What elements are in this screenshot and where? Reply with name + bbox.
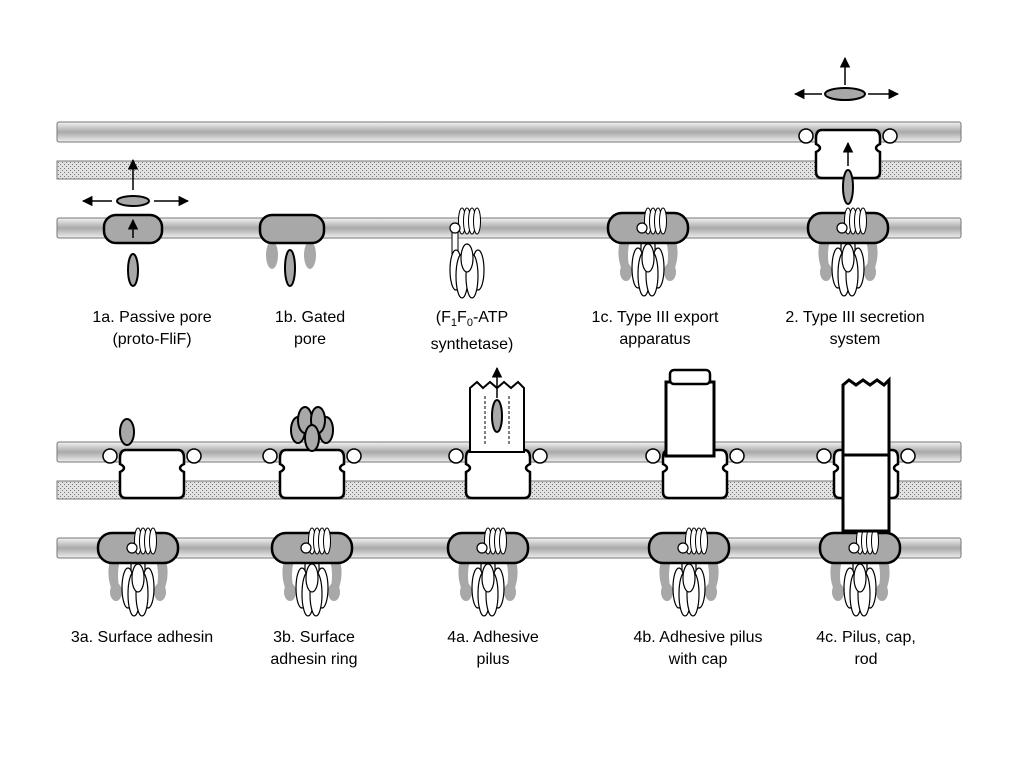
label-gated-pore-line2: pore	[293, 331, 327, 348]
label-adhesive-pilus: 4a. Adhesive pilus	[393, 627, 593, 671]
label-type3-secretion-line1: 2. Type III secretion	[785, 309, 925, 326]
atp-mid: F	[457, 309, 467, 326]
label-type3-secretion: 2. Type III secretion system	[755, 307, 955, 351]
label-surface-adhesin-ring-line2: adhesin ring	[270, 651, 358, 668]
atp-synthetase-structure	[449, 207, 485, 299]
label-passive-pore: 1a. Passive pore (proto-FliF)	[52, 307, 252, 351]
pilus-cap-rod-structure	[815, 376, 917, 618]
gated-pore-structure	[258, 213, 326, 287]
label-passive-pore-line1: 1a. Passive pore	[92, 309, 212, 326]
type3-export-structure	[606, 206, 690, 298]
label-gated-pore: 1b. Gated pore	[210, 307, 410, 351]
adhesive-pilus-structure	[446, 366, 549, 618]
surface-adhesin-structure	[96, 418, 203, 618]
label-type3-export-line1: 1c. Type III export	[591, 309, 719, 326]
label-atp-synthetase-line1: (F1F0-ATP	[372, 307, 572, 334]
label-adhesive-pilus-cap: 4b. Adhesive pilus with cap	[598, 627, 798, 671]
label-passive-pore-line2: (proto-FliF)	[112, 331, 192, 348]
label-type3-export: 1c. Type III export apparatus	[555, 307, 755, 351]
label-surface-adhesin: 3a. Surface adhesin	[42, 627, 242, 649]
label-adhesive-pilus-line1: 4a. Adhesive	[447, 629, 539, 646]
label-adhesive-pilus-line2: pilus	[476, 651, 510, 668]
label-type3-secretion-line2: system	[829, 331, 881, 348]
adhesive-pilus-cap-structure	[644, 368, 746, 618]
surface-adhesin-ring-structure	[261, 406, 363, 618]
label-surface-adhesin-ring: 3b. Surface adhesin ring	[214, 627, 414, 671]
atp-sub2: 0	[466, 317, 473, 330]
atp-sub1: 1	[450, 317, 458, 330]
label-type3-export-line2: apparatus	[619, 331, 691, 348]
label-gated-pore-line1: 1b. Gated	[274, 309, 346, 326]
label-atp-synthetase: (F1F0-ATP synthetase)	[372, 307, 572, 356]
top-outer-membrane	[56, 121, 962, 143]
label-pilus-cap-rod: 4c. Pilus, cap, rod	[766, 627, 966, 671]
type3-secretion-structure	[793, 56, 900, 298]
label-surface-adhesin-line1: 3a. Surface adhesin	[70, 629, 214, 646]
label-adhesive-pilus-cap-line2: with cap	[668, 651, 728, 668]
label-pilus-cap-rod-line2: rod	[854, 651, 878, 668]
label-surface-adhesin-ring-line1: 3b. Surface	[273, 629, 355, 646]
atp-open: (F	[435, 309, 451, 326]
atp-close: -ATP	[472, 309, 509, 326]
label-adhesive-pilus-cap-line1: 4b. Adhesive pilus	[633, 629, 763, 646]
passive-pore-structure	[81, 158, 190, 287]
label-pilus-cap-rod-line1: 4c. Pilus, cap,	[816, 629, 916, 646]
label-atp-synthetase-line2: synthetase)	[430, 336, 514, 354]
top-peptidoglycan-layer	[56, 160, 962, 180]
